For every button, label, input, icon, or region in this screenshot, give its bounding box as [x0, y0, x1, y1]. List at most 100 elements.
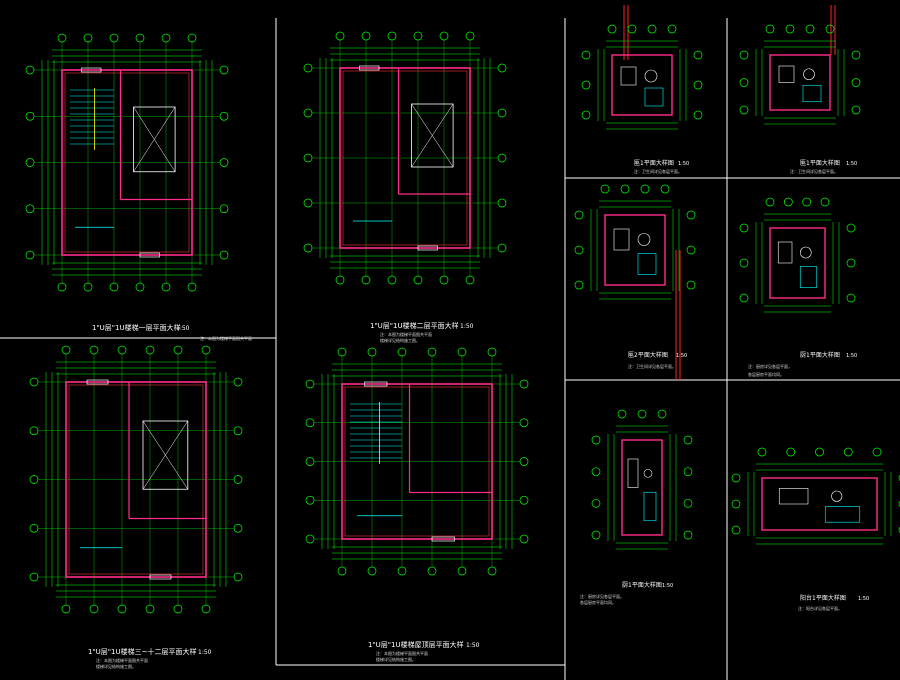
grid-bubble-left [305, 534, 315, 544]
fixture [627, 458, 639, 488]
grid-bubble-right [686, 280, 696, 290]
grid-bubble-bottom [83, 282, 93, 292]
grid-bubble-top [83, 33, 93, 43]
grid-bubble-right [846, 293, 856, 303]
grid-bubble-top [173, 345, 183, 355]
title-f: 匦1平面大样图 [800, 159, 840, 167]
grid-bubble-left [581, 110, 591, 120]
grid-bubble-top [765, 24, 775, 34]
grid-bubble-right [497, 63, 507, 73]
scale-e: 1:50 [678, 161, 689, 167]
grid-bubble-right [233, 475, 243, 484]
elevator-cross [133, 106, 176, 172]
grid-bubble-top [427, 347, 437, 357]
wall-inner [344, 386, 490, 537]
toilet-fixture [799, 246, 812, 259]
toilet-fixture [831, 490, 843, 502]
note-b-0: 注：本图为楼梯平面图共平面 [380, 331, 432, 337]
window-mark [149, 574, 172, 580]
grid-bubble-left [303, 153, 313, 163]
grid-bubble-right [219, 204, 229, 214]
fixture [778, 488, 809, 505]
grid-bubble-right [519, 495, 529, 505]
grid-bubble-left [303, 63, 313, 73]
note-i-1: 各层厨房平面均同。 [580, 599, 616, 605]
grid-bubble-right [898, 500, 900, 508]
grid-bubble-left [739, 223, 749, 233]
grid-bubble-left [739, 258, 749, 268]
shower-tray [802, 84, 822, 103]
grid-bubble-top [135, 33, 145, 43]
grid-bubble-left [29, 572, 39, 582]
grid-bubble-bottom [361, 275, 371, 285]
grid-bubble-top [57, 33, 67, 43]
grid-bubble-bottom [61, 604, 71, 614]
grid-bubble-top [620, 184, 630, 194]
grid-bubble-right [846, 223, 856, 233]
grid-bubble-top [465, 31, 475, 41]
shower-tray [824, 506, 861, 523]
grid-bubble-left [574, 210, 584, 220]
elevator-shaft [142, 420, 189, 490]
grid-bubble-top [201, 345, 211, 355]
grid-bubble-top [439, 31, 449, 41]
grid-bubble-left [25, 204, 35, 214]
wall-inner [68, 384, 204, 575]
grid-bubble-right [683, 530, 693, 540]
grid-bubble-right [233, 572, 243, 582]
grid-bubble-top [825, 24, 835, 34]
grid-bubble-right [683, 498, 693, 508]
grid-bubble-left [581, 80, 591, 90]
grid-bubble-top [647, 24, 657, 34]
grid-bubble-left [581, 50, 591, 60]
grid-bubble-left [305, 495, 315, 505]
grid-bubble-bottom [135, 282, 145, 292]
grid-bubble-top [802, 197, 812, 207]
title-j: 阳台1平面大样图 [800, 594, 846, 602]
grid-bubble-right [846, 258, 856, 268]
note-i-0: 注：厨房详见各层平面。 [580, 593, 624, 599]
grid-bubble-bottom [397, 566, 407, 576]
scale-h: 1:50 [846, 353, 857, 359]
grid-bubble-top [783, 197, 793, 207]
grid-bubble-top [335, 31, 345, 41]
grid-bubble-right [219, 111, 229, 121]
title-e: 匦1平面大样图 [634, 159, 674, 167]
grid-bubble-right [851, 50, 861, 60]
scale-j: 1:50 [858, 596, 869, 602]
grid-bubble-top [397, 347, 407, 357]
grid-bubble-right [233, 523, 243, 533]
grid-bubble-left [739, 293, 749, 303]
grid-bubble-bottom [439, 275, 449, 285]
window-mark [417, 245, 438, 251]
wall-outline [339, 67, 471, 249]
grid-bubble-left [591, 435, 601, 445]
grid-bubble-bottom [457, 566, 467, 576]
grid-bubble-right [693, 50, 703, 60]
grid-bubble-top [367, 347, 377, 357]
grid-bubble-top [145, 345, 155, 355]
grid-bubble-left [739, 50, 749, 60]
grid-bubble-top [61, 345, 71, 355]
grid-bubble-left [574, 245, 584, 255]
grid-bubble-top [607, 24, 617, 34]
grid-bubble-left [25, 250, 35, 260]
grid-bubble-top [109, 33, 119, 43]
grid-bubble-top [872, 447, 882, 457]
grid-bubble-bottom [427, 566, 437, 576]
window-mark [81, 67, 102, 73]
grid-bubble-top [457, 347, 467, 357]
toilet-fixture [637, 233, 651, 246]
note-h-1: 各层厨房平面均同。 [748, 371, 784, 377]
grid-bubble-right [497, 108, 507, 118]
scale-d: 1:50 [466, 642, 480, 649]
wall-outline [611, 54, 673, 116]
window-mark [359, 65, 380, 71]
grid-bubble-right [683, 467, 693, 477]
grid-bubble-top [765, 197, 775, 207]
grid-bubble-top [637, 409, 647, 419]
grid-bubble-left [305, 418, 315, 428]
grid-bubble-top [627, 24, 637, 34]
